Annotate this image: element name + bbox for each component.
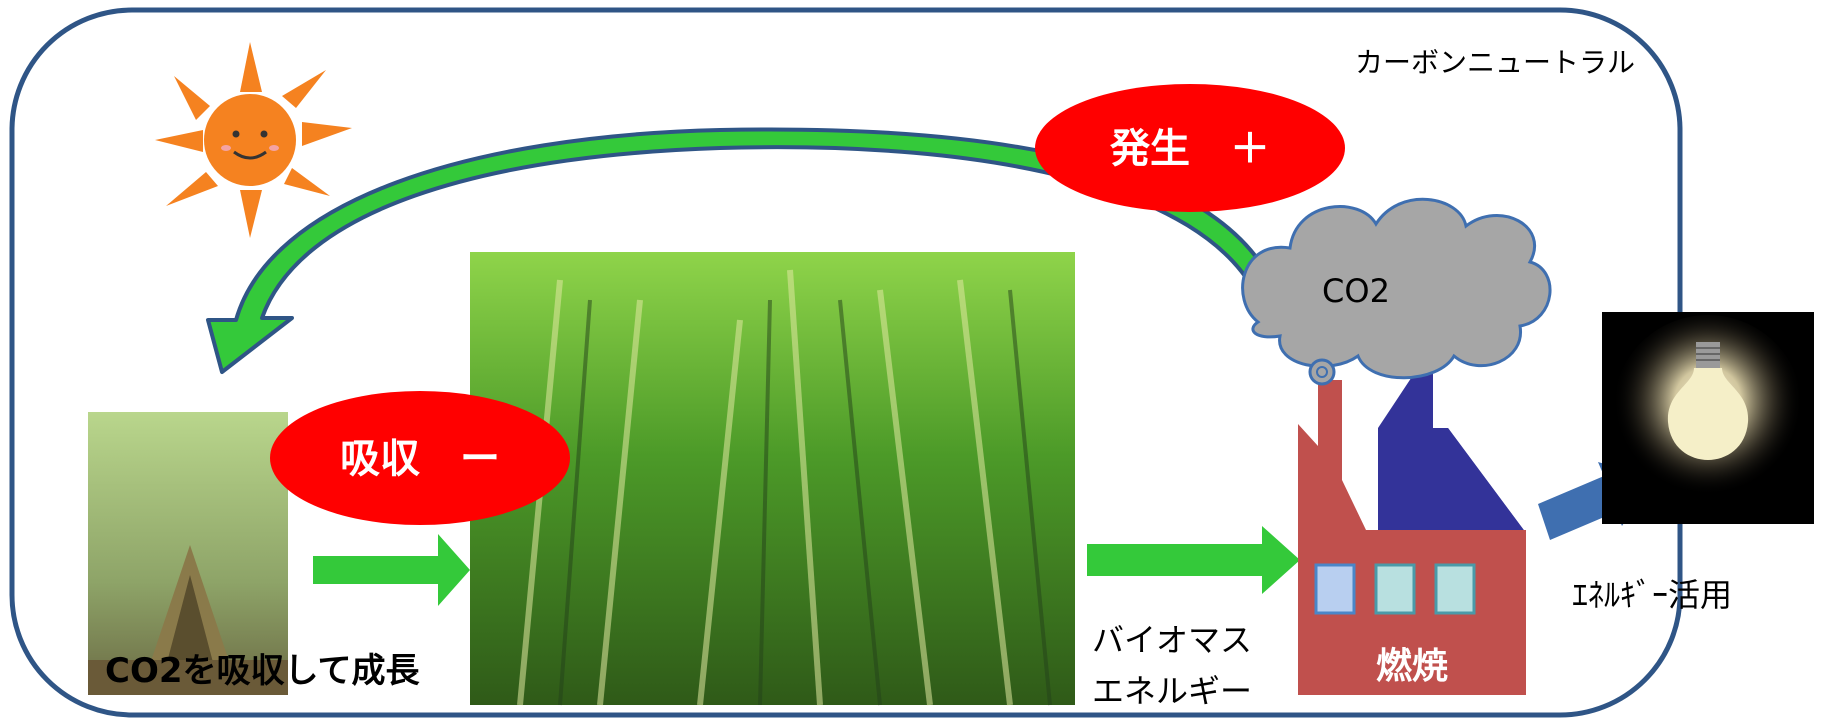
growth-arrow xyxy=(313,534,470,606)
emission-label: 発生 ＋ xyxy=(1110,126,1270,172)
biomass-label-line1: バイオマス xyxy=(1092,621,1252,659)
bamboo-shoot-image xyxy=(88,412,288,695)
absorption-badge xyxy=(270,391,570,525)
emission-badge xyxy=(1035,84,1345,212)
bamboo-forest-image xyxy=(470,252,1075,706)
co2-cloud xyxy=(1241,197,1552,386)
growth-caption: CO2を吸収して成長 xyxy=(105,651,420,691)
absorption-label: 吸収 ー xyxy=(340,436,500,482)
diagram-title: カーボンニュートラル xyxy=(1355,46,1635,79)
return-arrow xyxy=(206,127,1274,374)
biomass-label-line2: エネルギー xyxy=(1092,672,1252,710)
light-bulb-image xyxy=(1602,312,1814,524)
sun-icon xyxy=(155,42,352,238)
co2-label: CO2 xyxy=(1322,272,1390,310)
combustion-label: 燃焼 xyxy=(1376,646,1448,687)
biomass-arrow xyxy=(1087,526,1300,594)
energy-use-label: ｴﾈﾙｷﾞｰ活用 xyxy=(1572,576,1732,614)
factory-icon xyxy=(1298,345,1526,695)
